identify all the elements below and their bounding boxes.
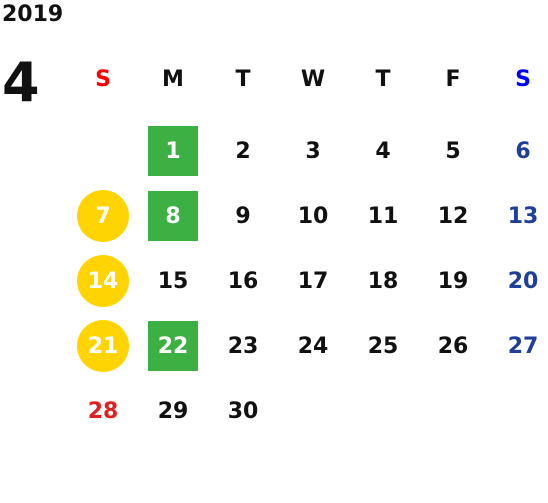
calendar-day-18[interactable]: 18 xyxy=(367,268,399,294)
weekday-friday: F xyxy=(445,67,461,92)
calendar-day-21[interactable]: 21 xyxy=(77,320,129,372)
calendar-day-29[interactable]: 29 xyxy=(157,398,189,424)
calendar-day-7[interactable]: 7 xyxy=(77,190,129,242)
calendar-day-20[interactable]: 20 xyxy=(507,268,539,294)
calendar-day-3[interactable]: 3 xyxy=(305,138,321,164)
calendar-day-13[interactable]: 13 xyxy=(507,203,539,229)
calendar-day-25[interactable]: 25 xyxy=(367,333,399,359)
calendar-month: 4 xyxy=(2,51,40,114)
weekday-tuesday: T xyxy=(235,67,251,92)
calendar-day-12[interactable]: 12 xyxy=(437,203,469,229)
weekday-sunday: S xyxy=(95,67,111,92)
calendar-day-11[interactable]: 11 xyxy=(367,203,399,229)
weekday-monday: M xyxy=(162,67,184,92)
calendar-day-9[interactable]: 9 xyxy=(235,203,251,229)
calendar-day-8[interactable]: 8 xyxy=(148,191,198,241)
weekday-wednesday: W xyxy=(300,67,326,92)
calendar-day-6[interactable]: 6 xyxy=(515,138,531,164)
calendar-day-10[interactable]: 10 xyxy=(297,203,329,229)
calendar-day-19[interactable]: 19 xyxy=(437,268,469,294)
calendar-day-5[interactable]: 5 xyxy=(445,138,461,164)
calendar-day-16[interactable]: 16 xyxy=(227,268,259,294)
calendar-day-22[interactable]: 22 xyxy=(148,321,198,371)
calendar-year: 2019 xyxy=(2,2,64,27)
calendar-day-24[interactable]: 24 xyxy=(297,333,329,359)
calendar-day-1[interactable]: 1 xyxy=(148,126,198,176)
weekday-thursday: T xyxy=(375,67,391,92)
calendar-day-17[interactable]: 17 xyxy=(297,268,329,294)
calendar-day-30[interactable]: 30 xyxy=(227,398,259,424)
calendar-day-4[interactable]: 4 xyxy=(375,138,391,164)
weekday-saturday: S xyxy=(515,67,531,92)
calendar-day-27[interactable]: 27 xyxy=(507,333,539,359)
calendar-day-2[interactable]: 2 xyxy=(235,138,251,164)
calendar-day-26[interactable]: 26 xyxy=(437,333,469,359)
calendar-day-14[interactable]: 14 xyxy=(77,255,129,307)
calendar-day-23[interactable]: 23 xyxy=(227,333,259,359)
calendar-day-15[interactable]: 15 xyxy=(157,268,189,294)
calendar-day-28[interactable]: 28 xyxy=(87,398,119,424)
